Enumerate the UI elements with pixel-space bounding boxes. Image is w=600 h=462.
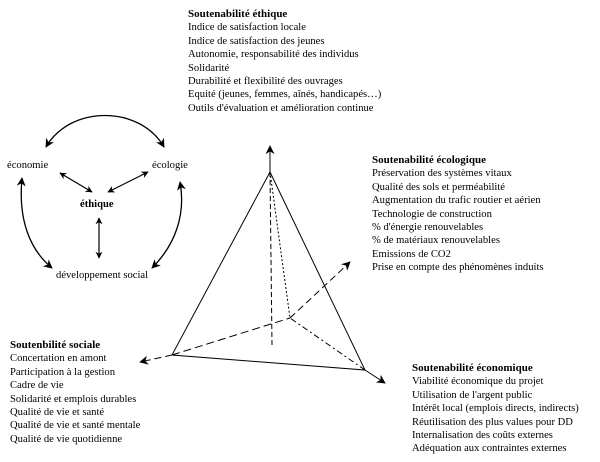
tetra-edge-left-hidden [171,317,291,356]
economique-title: Soutenabilité économique [412,362,533,374]
tetra-face-outline [171,170,366,371]
list-item: % d'énergie renouvelables [372,222,484,234]
economique-list: Viabilité économique du projet Utilisati… [412,375,579,455]
cycle-ethique-label: éthique [80,199,114,210]
list-item: Préservation des systèmes vitaux [372,168,512,180]
list-item: Concertation en amont [10,353,107,365]
list-item: Intérêt local (emplois directs, indirect… [412,403,579,415]
ecologique-block: Soutenabilité écologique Préservation de… [372,154,544,275]
ethique-block: Soutenabilité éthique Indice de satisfac… [188,8,381,115]
list-item: Adéquation aux contraintes externes [412,443,567,455]
list-item: Solidarité [188,62,230,74]
list-item: Participation à la gestion [10,366,116,378]
axis-sociale-arrow [139,354,173,365]
list-item: Technologie de construction [372,208,492,220]
list-item: Viabilité économique du projet [412,376,544,388]
cycle-economie-label: économie [7,160,49,171]
curve-economie-social [16,177,53,269]
ecologique-list: Préservation des systèmes vitaux Qualité… [372,167,544,274]
list-item: Autonomie, responsabilité des individus [188,49,359,61]
axis-ecologique-arrow [289,261,351,319]
list-item: Indice de satisfaction locale [188,22,306,34]
tetra-edge-apex-inner [269,171,291,319]
curve-economie-ecologie [45,115,165,148]
list-item: Utilisation de l'argent public [412,389,533,401]
arrow-ethique-ecologie [107,171,149,193]
list-item: Indice de satisfaction des jeunes [188,35,325,47]
list-item: Prise en compte des phénomènes induits [372,262,544,274]
ethique-title: Soutenabilité éthique [188,8,288,20]
list-item: Qualité de vie et santé mentale [10,420,141,432]
list-item: Solidarité et emplois durables [10,393,137,405]
arrow-ethique-economie [59,172,93,193]
tetra-edge-apex-bottom [269,171,273,346]
curve-ecologie-social [151,181,186,269]
list-item: Réutilisation des plus values pour DD [412,416,573,428]
list-item: Internalisation des coûts externes [412,430,553,442]
economique-block: Soutenabilité économique Viabilité écono… [412,362,579,456]
list-item: Qualité des sols et perméabilité [372,181,505,193]
list-item: Qualité de vie et santé [10,407,105,419]
list-item: Durabilité et flexibilité des ouvrages [188,76,343,88]
sociale-block: Soutenbilité sociale Concertation en amo… [10,339,140,446]
ecologique-title: Soutenabilité écologique [372,154,486,166]
list-item: Emissions de CO2 [372,248,451,260]
ethique-list: Indice de satisfaction locale Indice de … [188,21,381,115]
axis-economique-arrow [364,369,386,384]
tetrahedron [171,170,366,371]
list-item: Outils d'évaluation et amélioration cont… [188,102,374,114]
list-item: Cadre de vie [10,380,64,392]
list-item: % de matériaux renouvelables [372,235,500,247]
list-item: Augmentation du trafic routier et aérien [372,195,541,207]
tetra-edge-right-hidden [289,317,366,371]
list-item: Qualité de vie quotidienne [10,433,123,445]
cycle-social-label: développement social [56,270,149,281]
list-item: Equité (jeunes, femmes, aînés, handicapé… [188,89,382,101]
sociale-title: Soutenbilité sociale [10,339,101,351]
sociale-list: Concertation en amont Participation à la… [10,352,140,446]
cycle-ecologie-label: écologie [152,160,188,171]
